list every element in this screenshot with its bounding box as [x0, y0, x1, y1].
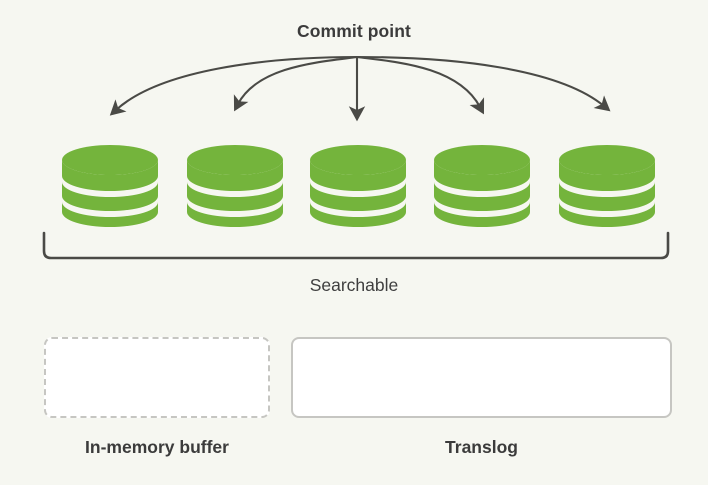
- translog-box: [291, 337, 672, 418]
- searchable-label: Searchable: [309, 275, 399, 295]
- translog-label: Translog: [445, 437, 518, 457]
- in-memory-buffer-label: In-memory buffer: [85, 437, 229, 457]
- database-cylinder-icon: [432, 143, 532, 227]
- shard-row: [0, 143, 708, 229]
- arrow-to-shard-1: [109, 55, 358, 116]
- database-cylinder-icon: [185, 143, 285, 227]
- searchable-bracket: [42, 231, 670, 260]
- arrow-to-shard-5: [356, 55, 611, 112]
- arrow-to-shard-2: [233, 55, 358, 112]
- page-title: Commit point: [297, 21, 411, 41]
- arrow-to-shard-4: [356, 55, 485, 115]
- database-cylinder-icon: [308, 143, 408, 227]
- database-cylinder-icon: [557, 143, 657, 227]
- database-cylinder-icon: [60, 143, 160, 227]
- in-memory-buffer-box: [44, 337, 270, 418]
